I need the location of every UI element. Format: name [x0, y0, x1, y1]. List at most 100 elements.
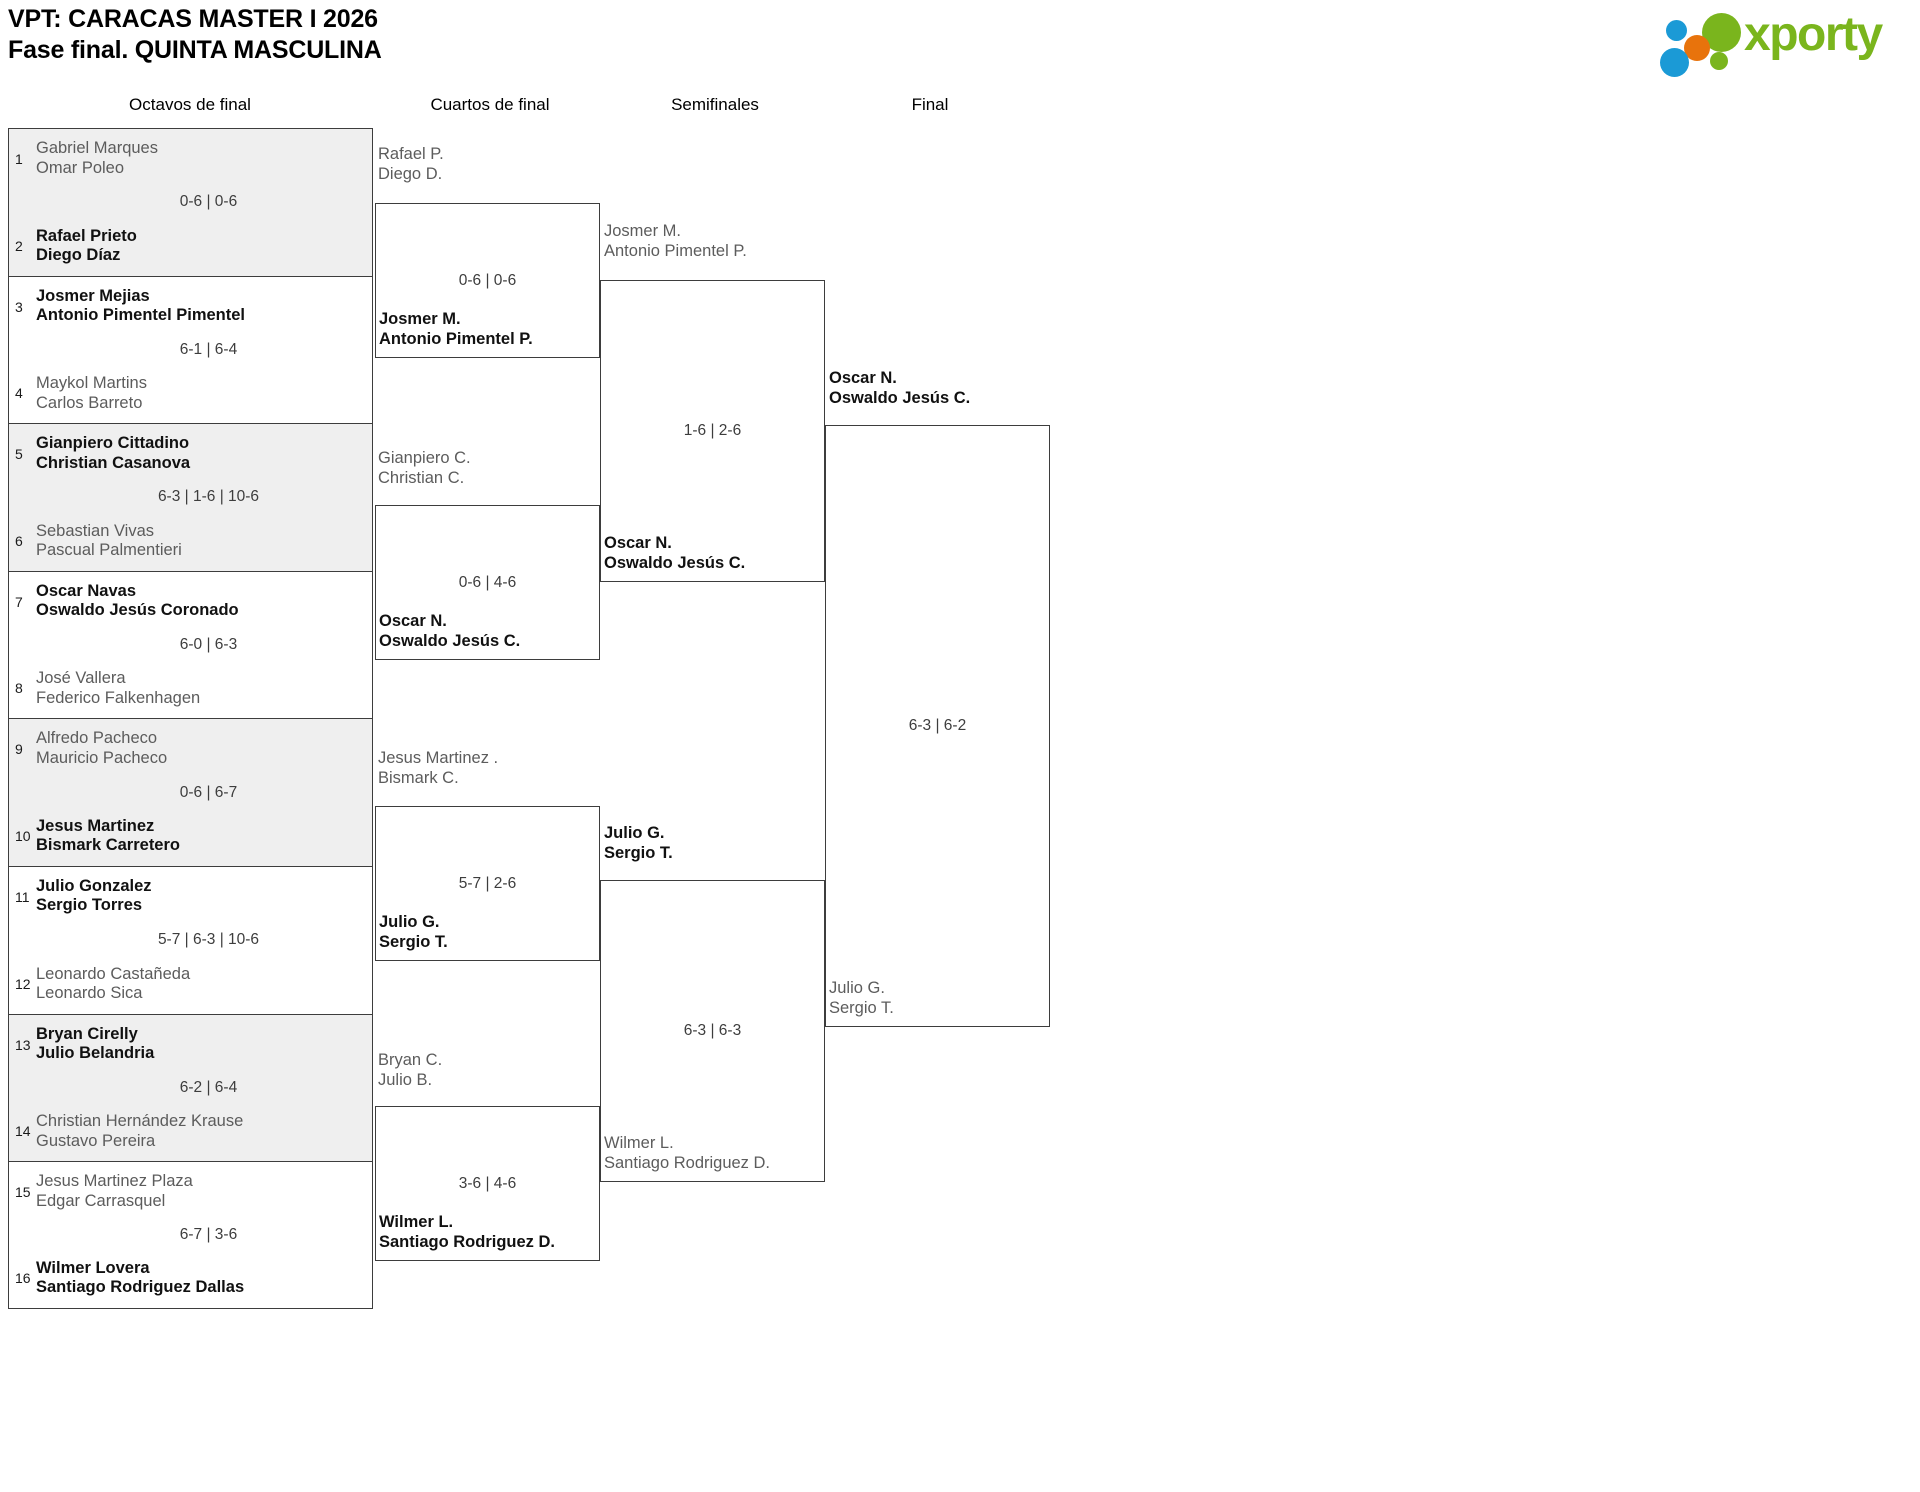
team-top: Oscar Navas Oswaldo Jesús Coronado — [36, 582, 366, 621]
seed-number: 11 — [15, 888, 30, 905]
player-name: Rafael Prieto — [36, 226, 137, 245]
player-name: Federico Falkenhagen — [36, 688, 201, 707]
player-name: Oscar N. — [604, 534, 672, 552]
seed-number: 13 — [15, 1036, 31, 1053]
xporty-logo[interactable]: xporty — [1652, 8, 1902, 77]
player-name: Sergio Torres — [36, 896, 143, 915]
match-score: 6-0 | 6-3 — [179, 636, 238, 654]
seed-number: 12 — [15, 975, 31, 992]
team-bottom: Rafael Prieto Diego Díaz — [36, 227, 366, 266]
match-r1-3[interactable]: 5 Gianpiero Cittadino Christian Casanova… — [8, 423, 373, 571]
match-score: 0-6 | 6-7 — [179, 783, 238, 801]
player-name: Wilmer Lovera — [36, 1258, 150, 1277]
tournament-subtitle: Fase final. QUINTA MASCULINA — [8, 36, 382, 64]
player-name: Julio Gonzalez — [36, 876, 152, 895]
match-r1-7[interactable]: 13 Bryan Cirelly Julio Belandria 6-2 | 6… — [8, 1013, 373, 1162]
qf1-loser-label: Rafael P. Diego D. — [378, 145, 444, 184]
player-name: Oswaldo Jesús C. — [829, 388, 971, 407]
player-name: Oscar N. — [379, 612, 447, 630]
seed-number: 15 — [15, 1184, 31, 1201]
team-bottom: Leonardo Castañeda Leonardo Sica — [36, 965, 366, 1004]
player-name: Oswaldo Jesús C. — [379, 631, 521, 650]
player-name: Oswaldo Jesús C. — [604, 553, 746, 572]
seed-number: 5 — [15, 446, 23, 463]
player-name: Leonardo Castañeda — [36, 964, 191, 983]
player-name: Julio Belandria — [36, 1044, 155, 1063]
match-r1-5[interactable]: 9 Alfredo Pacheco Mauricio Pacheco 0-6 |… — [8, 718, 373, 866]
player-name: Julio B. — [378, 1070, 433, 1089]
player-name: Julio G. — [829, 979, 885, 997]
player-name: Santiago Rodriguez D. — [379, 1232, 556, 1251]
player-name: Jesus Martinez Plaza — [36, 1172, 193, 1191]
match-final[interactable]: 6-3 | 6-2 Julio G. Sergio T. — [825, 425, 1050, 1027]
team-top: Josmer Mejias Antonio Pimentel Pimentel — [36, 287, 366, 326]
player-name: Leonardo Sica — [36, 984, 143, 1003]
team-top: Alfredo Pacheco Mauricio Pacheco — [36, 729, 366, 768]
seed-number: 4 — [15, 385, 23, 402]
player-name: Diego Díaz — [36, 246, 121, 265]
match-r1-8[interactable]: 15 Jesus Martinez Plaza Edgar Carrasquel… — [8, 1161, 373, 1309]
player-name: Santiago Rodriguez D. — [604, 1153, 771, 1172]
player-name: Josmer M. — [379, 310, 461, 328]
match-qf-4[interactable]: 3-6 | 4-6 Wilmer L. Santiago Rodriguez D… — [375, 1106, 600, 1261]
player-name: Antonio Pimentel Pimentel — [36, 306, 246, 325]
team-top: Gabriel Marques Omar Poleo — [36, 139, 366, 178]
match-qf-2[interactable]: 0-6 | 4-6 Oscar N. Oswaldo Jesús C. — [375, 505, 600, 660]
team-loser: Wilmer L. Santiago Rodriguez D. — [604, 1134, 770, 1173]
player-name: Josmer Mejias — [36, 286, 150, 305]
match-score: 0-6 | 0-6 — [458, 271, 517, 289]
team-top: Julio Gonzalez Sergio Torres — [36, 877, 366, 916]
qf3-loser-label: Jesus Martinez . Bismark C. — [378, 749, 498, 788]
match-qf-1[interactable]: 0-6 | 0-6 Josmer M. Antonio Pimentel P. — [375, 203, 600, 358]
qf2-loser-label: Gianpiero C. Christian C. — [378, 449, 471, 488]
player-name: Jesus Martinez — [36, 816, 155, 835]
team-winner: Julio G. Sergio T. — [379, 913, 448, 952]
match-score: 5-7 | 6-3 | 10-6 — [157, 931, 260, 949]
match-qf-3[interactable]: 5-7 | 2-6 Julio G. Sergio T. — [375, 806, 600, 961]
player-name: Wilmer L. — [604, 1134, 674, 1152]
match-r1-2[interactable]: 3 Josmer Mejias Antonio Pimentel Pimente… — [8, 275, 373, 424]
match-score: 6-3 | 6-2 — [908, 717, 967, 734]
match-score: 5-7 | 2-6 — [458, 874, 517, 892]
seed-number: 2 — [15, 237, 23, 254]
match-sf-1[interactable]: 1-6 | 2-6 Oscar N. Oswaldo Jesús C. — [600, 280, 825, 582]
player-name: Sergio T. — [829, 998, 894, 1017]
player-name: Christian Casanova — [36, 453, 191, 472]
seed-number: 9 — [15, 741, 23, 758]
player-name: Bismark Carretero — [36, 836, 180, 855]
logo-dot-green-small — [1710, 52, 1728, 70]
seed-number: 10 — [15, 827, 31, 844]
player-name: Sergio T. — [604, 843, 673, 862]
team-bottom: Sebastian Vivas Pascual Palmentieri — [36, 522, 366, 561]
round-header-semis: Semifinales — [671, 95, 759, 114]
player-name: Antonio Pimentel P. — [379, 329, 533, 348]
seed-number: 7 — [15, 593, 23, 610]
player-name: José Vallera — [36, 669, 126, 688]
logo-dot-orange — [1684, 35, 1710, 61]
team-bottom: Christian Hernández Krause Gustavo Perei… — [36, 1112, 366, 1151]
match-r1-6[interactable]: 11 Julio Gonzalez Sergio Torres 5-7 | 6-… — [8, 865, 373, 1014]
seed-number: 1 — [15, 151, 23, 167]
logo-wordmark: xporty — [1744, 8, 1883, 61]
round-header-cuartos: Cuartos de final — [430, 95, 550, 114]
match-score: 0-6 | 4-6 — [458, 573, 517, 591]
team-winner: Wilmer L. Santiago Rodriguez D. — [379, 1213, 555, 1252]
player-name: Julio G. — [379, 913, 440, 931]
match-score: 6-3 | 1-6 | 10-6 — [157, 488, 260, 506]
match-sf-2[interactable]: 6-3 | 6-3 Wilmer L. Santiago Rodriguez D… — [600, 880, 825, 1182]
tournament-title: VPT: CARACAS MASTER I 2026 — [8, 5, 378, 33]
player-name: Wilmer L. — [379, 1213, 454, 1231]
player-name: Oscar N. — [829, 369, 897, 387]
logo-dot-blue-large — [1660, 48, 1689, 77]
page-title: VPT: CARACAS MASTER I 2026 Fase final. Q… — [8, 4, 382, 66]
seed-number: 14 — [15, 1123, 31, 1140]
logo-dot-blue-small — [1666, 20, 1687, 41]
player-name: Antonio Pimentel P. — [604, 241, 747, 260]
match-r1-1[interactable]: 1 Gabriel Marques Omar Poleo 0-6 | 0-6 2… — [8, 128, 373, 276]
player-name: Santiago Rodriguez Dallas — [36, 1278, 245, 1297]
player-name: Mauricio Pacheco — [36, 748, 168, 767]
team-winner: Oscar N. Oswaldo Jesús C. — [604, 534, 745, 573]
player-name: Alfredo Pacheco — [36, 729, 158, 748]
match-r1-4[interactable]: 7 Oscar Navas Oswaldo Jesús Coronado 6-0… — [8, 570, 373, 719]
player-name: Bismark C. — [378, 768, 459, 787]
